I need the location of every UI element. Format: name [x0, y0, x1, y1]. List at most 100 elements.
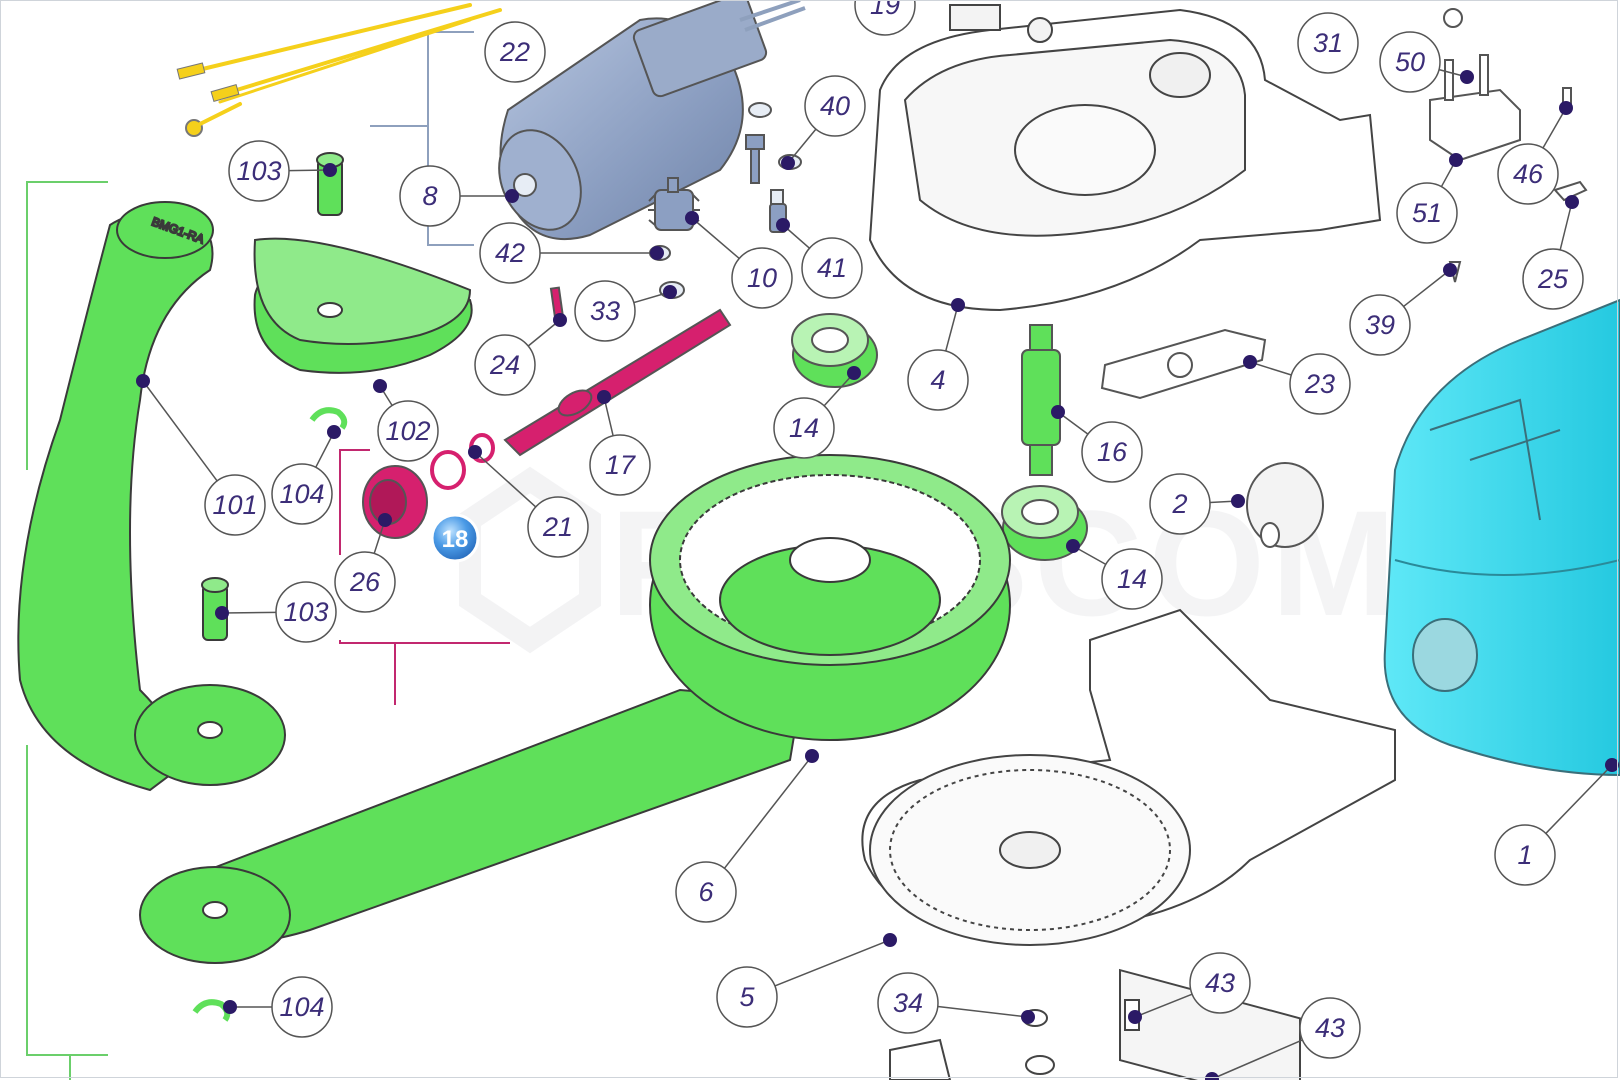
callout-circle	[1396, 182, 1458, 244]
leader-dot-c-17	[597, 390, 611, 404]
callout-number: 33	[590, 296, 620, 326]
callout-c-1: 1	[1494, 824, 1556, 886]
callout-c-34: 34	[877, 972, 939, 1034]
wire-1	[188, 3, 472, 74]
callout-number: 104	[279, 992, 324, 1022]
curved-arm: BMG1-RA	[17, 201, 286, 792]
pin-103-bottom	[201, 577, 229, 641]
bearing-bottom	[1001, 485, 1088, 561]
callout-number: 43	[1315, 1013, 1345, 1043]
callout-circle	[675, 861, 737, 923]
callout-number: 14	[1117, 564, 1147, 594]
cam-plates	[253, 237, 473, 374]
callout-circle	[275, 581, 337, 643]
callout-c-42: 42	[479, 222, 541, 284]
output-arm-gear-hub	[789, 537, 871, 583]
callout-number: 31	[1313, 28, 1343, 58]
housing-small-part	[949, 4, 1001, 31]
callout-number: 1	[1517, 840, 1532, 870]
callout-number: 6	[698, 877, 714, 907]
callout-circle	[854, 0, 916, 36]
leader-dot-c-101	[136, 374, 150, 388]
leader-dot-c-103b	[215, 606, 229, 620]
callout-c-43b: 43	[1299, 997, 1361, 1059]
arm-group-bracket-bottom	[26, 745, 108, 1080]
leader-line-c-101	[142, 380, 218, 482]
leader-dot-c-41	[776, 218, 790, 232]
callout-c-103a: 103	[228, 140, 290, 202]
badge-18: 18	[430, 513, 480, 563]
spring	[430, 450, 466, 490]
housing-gear-seat	[1014, 104, 1156, 196]
arm-group-bracket-top	[26, 181, 108, 470]
cover-cap	[1246, 462, 1324, 548]
leader-dot-c-24	[553, 313, 567, 327]
motor-part	[498, 0, 806, 241]
callout-number: 103	[283, 597, 328, 627]
callout-number: 34	[893, 988, 923, 1018]
leader-dot-c-26	[378, 513, 392, 527]
callout-c-10: 10	[731, 247, 793, 309]
callout-number: 19	[870, 0, 900, 20]
screw-40	[745, 134, 765, 184]
callout-c-25: 25	[1522, 248, 1584, 310]
callout-number: 51	[1412, 198, 1442, 228]
callout-circle	[1149, 473, 1211, 535]
callout-circle	[479, 222, 541, 284]
callout-circle	[399, 165, 461, 227]
callout-circle	[907, 349, 969, 411]
callout-c-33: 33	[574, 280, 636, 342]
callout-c-21: 21	[527, 496, 589, 558]
badge-18-text: 18	[442, 526, 469, 553]
leader-dot-c-104a	[327, 425, 341, 439]
callout-c-24: 24	[474, 334, 536, 396]
leader-dot-c-6	[805, 749, 819, 763]
motor-group-bracket	[370, 31, 474, 246]
small-hardware	[549, 8, 1588, 400]
leader-line-c-39	[1403, 269, 1451, 308]
leader-dot-c-1	[1605, 758, 1619, 772]
leader-dot-c-14a	[847, 366, 861, 380]
clip-25	[1553, 180, 1588, 202]
leader-line-c-103b	[221, 611, 277, 614]
wire-terminal-2	[210, 83, 240, 103]
motor-shaft	[513, 173, 537, 197]
housing-nut	[1027, 17, 1053, 43]
callout-number: 17	[605, 450, 636, 480]
callout-number: 5	[739, 982, 755, 1012]
callout-circle	[773, 397, 835, 459]
callout-circle	[1189, 952, 1251, 1014]
callout-c-50: 50	[1379, 31, 1441, 93]
callout-circle	[589, 434, 651, 496]
callout-number: 21	[542, 512, 573, 542]
motor-leads	[739, 0, 806, 32]
callout-c-101: 101	[204, 474, 266, 536]
callout-number: 46	[1513, 159, 1544, 189]
callout-number: 102	[385, 416, 430, 446]
callout-c-16: 16	[1081, 421, 1143, 483]
leader-dot-c-21	[468, 445, 482, 459]
leader-dot-c-2	[1231, 494, 1245, 508]
callout-number: 2	[1171, 489, 1187, 519]
callout-circle	[1349, 294, 1411, 356]
callout-c-102: 102	[377, 400, 439, 462]
badge-18-circle	[430, 513, 480, 563]
leader-line-c-4	[945, 304, 959, 352]
leader-dot-c-102	[373, 379, 387, 393]
callout-c-31: 31	[1297, 12, 1359, 74]
callout-circle	[877, 972, 939, 1034]
callout-number: 43	[1205, 968, 1235, 998]
pins-and-clips	[192, 152, 348, 1022]
callout-circle	[527, 496, 589, 558]
wire-terminal-1	[176, 62, 206, 80]
callout-number: 14	[789, 413, 819, 443]
leader-line-c-5	[774, 939, 891, 987]
leader-dot-c-46	[1559, 101, 1573, 115]
callout-number: 50	[1395, 47, 1425, 77]
callout-circle	[377, 400, 439, 462]
gearbox-housing	[868, 4, 1382, 312]
leader-line-c-14a	[823, 372, 855, 407]
callout-c-26: 26	[334, 551, 396, 613]
cam-plate-upper	[253, 237, 472, 345]
